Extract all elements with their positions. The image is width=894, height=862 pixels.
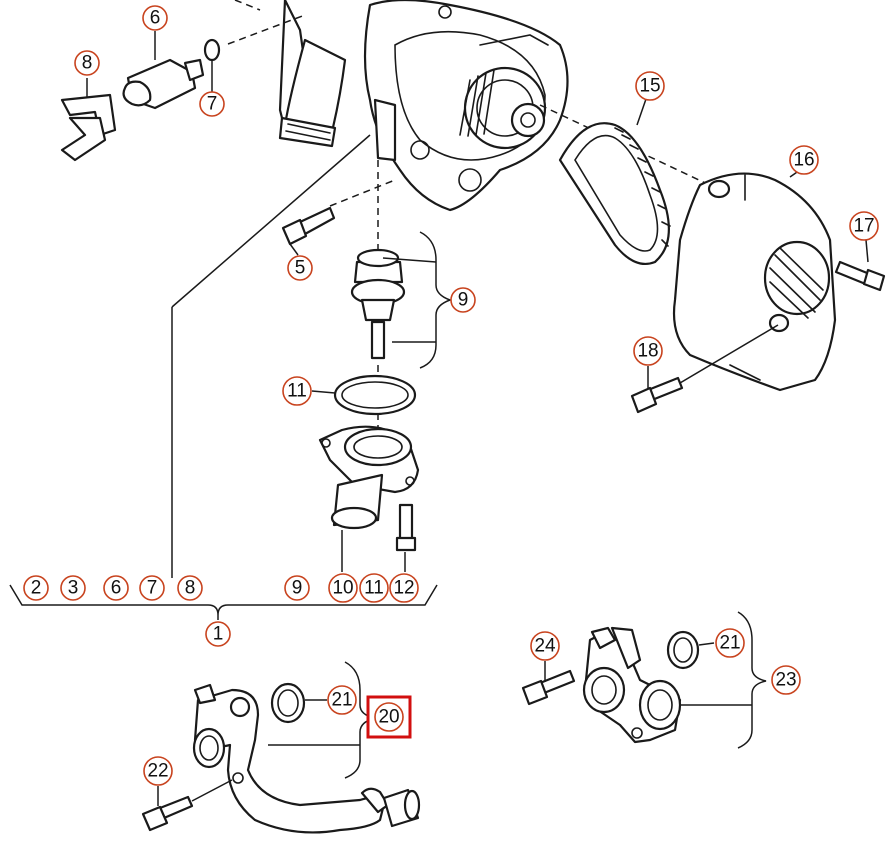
callout-6-group[interactable]: 6 <box>103 575 129 601</box>
coolant-temperature-sensor <box>122 38 221 110</box>
callout-9-group[interactable]: 9 <box>284 575 310 601</box>
bolt-5 <box>281 206 336 246</box>
callout-3[interactable]: 3 <box>60 575 86 601</box>
svg-text:5: 5 <box>295 258 306 279</box>
callout-20-highlighted[interactable]: 20 <box>366 695 412 739</box>
callout-1[interactable]: 1 <box>205 621 231 647</box>
callout-2[interactable]: 2 <box>23 575 49 601</box>
callout-16[interactable]: 16 <box>789 145 819 175</box>
svg-text:10: 10 <box>332 578 353 599</box>
bolt-18 <box>630 376 684 414</box>
svg-text:8: 8 <box>185 578 196 599</box>
timing-belt <box>558 122 671 266</box>
bolt-24 <box>521 669 576 706</box>
callout-8-group[interactable]: 8 <box>177 575 203 601</box>
callout-17[interactable]: 17 <box>849 211 879 241</box>
svg-text:3: 3 <box>68 578 79 599</box>
svg-text:22: 22 <box>147 761 168 782</box>
svg-text:2: 2 <box>31 578 42 599</box>
coolant-flange <box>582 626 682 744</box>
callout-9-top[interactable]: 9 <box>450 287 476 313</box>
callout-24[interactable]: 24 <box>530 631 560 661</box>
svg-text:16: 16 <box>793 150 814 171</box>
callout-11-group[interactable]: 11 <box>359 573 389 603</box>
callout-18[interactable]: 18 <box>633 336 663 366</box>
svg-text:21: 21 <box>331 690 352 711</box>
callout-7-group[interactable]: 7 <box>139 575 165 601</box>
svg-text:11: 11 <box>364 578 384 599</box>
callout-22[interactable]: 22 <box>143 756 173 786</box>
bolt-17 <box>834 260 886 292</box>
callout-21-right[interactable]: 21 <box>715 628 745 658</box>
svg-text:23: 23 <box>775 670 796 691</box>
retaining-clip <box>60 93 117 162</box>
o-ring-21-right <box>666 630 700 670</box>
thermostat-housing <box>318 425 420 530</box>
callout-15[interactable]: 15 <box>635 71 665 101</box>
o-ring-21-lower <box>270 682 306 724</box>
timing-belt-cover <box>672 172 837 392</box>
callout-7-top[interactable]: 7 <box>199 91 225 117</box>
thermostat <box>350 248 406 360</box>
callout-23[interactable]: 23 <box>771 665 801 695</box>
svg-text:12: 12 <box>393 578 414 599</box>
callout-5[interactable]: 5 <box>287 255 313 281</box>
bolt-22 <box>141 795 194 832</box>
svg-text:15: 15 <box>639 76 660 97</box>
svg-text:24: 24 <box>534 636 556 657</box>
svg-text:20: 20 <box>378 707 399 728</box>
svg-text:6: 6 <box>150 8 161 29</box>
svg-text:6: 6 <box>111 578 122 599</box>
callout-11-top[interactable]: 11 <box>282 376 312 406</box>
coolant-pipe-assembly <box>192 683 421 834</box>
svg-text:21: 21 <box>719 633 740 654</box>
svg-text:9: 9 <box>292 578 303 599</box>
callout-8-top[interactable]: 8 <box>74 50 100 76</box>
water-pump <box>278 0 569 212</box>
callout-10[interactable]: 10 <box>328 573 358 603</box>
svg-text:8: 8 <box>82 53 93 74</box>
svg-text:7: 7 <box>207 94 218 115</box>
svg-text:17: 17 <box>853 216 874 237</box>
svg-text:11: 11 <box>287 381 307 402</box>
svg-text:7: 7 <box>147 578 158 599</box>
bolt-12 <box>395 503 417 552</box>
svg-text:1: 1 <box>213 624 224 645</box>
svg-text:18: 18 <box>637 341 658 362</box>
callout-21-lower[interactable]: 21 <box>327 685 357 715</box>
callout-6-top[interactable]: 6 <box>142 5 168 31</box>
svg-text:9: 9 <box>458 290 469 311</box>
o-ring-11 <box>333 374 417 416</box>
callout-12[interactable]: 12 <box>389 573 419 603</box>
